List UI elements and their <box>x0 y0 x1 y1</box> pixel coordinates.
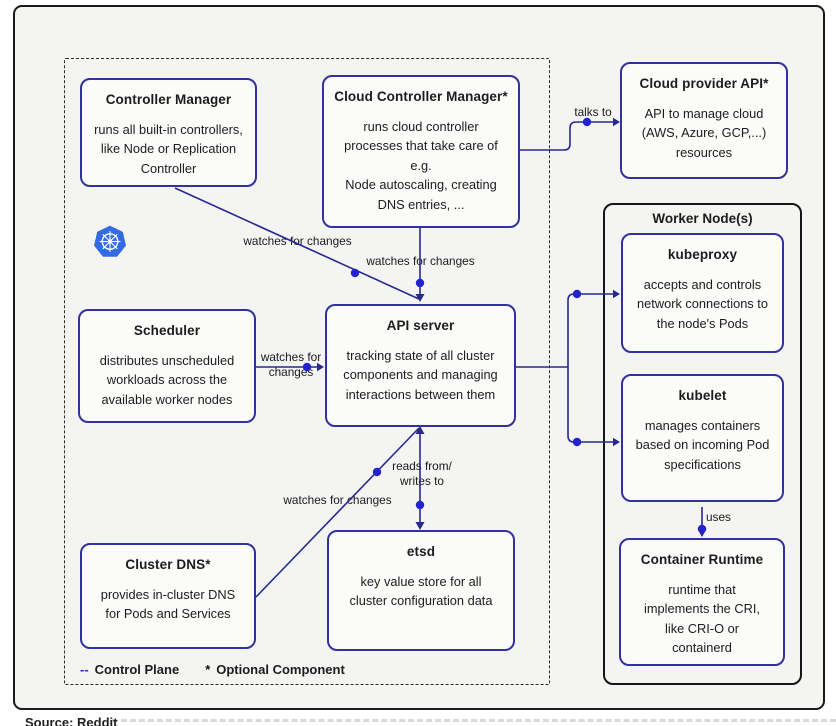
cutoff-dashed-line <box>112 719 836 722</box>
kubernetes-logo-icon <box>94 225 126 257</box>
node-cloud-controller-manager: Cloud Controller Manager* runs cloud con… <box>322 75 520 228</box>
edge-label-talks-to: talks to <box>574 105 612 119</box>
edge-label-watches-for-changes-ccm: watches for changes <box>366 254 475 268</box>
node-description: runs cloud controller processes that tak… <box>344 119 498 212</box>
node-description: provides in-cluster DNS for Pods and Ser… <box>100 587 236 622</box>
legend-optional-component: * Optional Component <box>205 662 345 677</box>
node-description: key value store for all cluster configur… <box>349 574 493 609</box>
node-title: Scheduler <box>133 323 201 338</box>
node-title: kubeproxy <box>667 247 738 262</box>
legend-control-plane-label: Control Plane <box>94 662 180 677</box>
node-title: Container Runtime <box>640 552 764 567</box>
edge-label-watches-for-changes-scheduler: watches for changes <box>260 350 322 380</box>
node-title: kubelet <box>678 388 727 403</box>
legend-asterisk-symbol: * <box>205 662 211 677</box>
legend-control-plane: -- Control Plane <box>80 662 179 677</box>
node-scheduler: Scheduler distributes unscheduled worklo… <box>78 309 256 423</box>
node-cloud-provider-api: Cloud provider API* API to manage cloud … <box>620 62 788 179</box>
legend: -- Control Plane * Optional Component <box>80 662 345 677</box>
edge-label-uses: uses <box>706 510 731 524</box>
node-title: Cluster DNS* <box>125 557 211 572</box>
node-etsd: etsd key value store for all cluster con… <box>327 530 515 651</box>
edge-label-reads-from-writes-to: reads from/ writes to <box>392 459 452 489</box>
node-title: Cloud Controller Manager* <box>334 89 508 104</box>
legend-optional-label: Optional Component <box>216 662 345 677</box>
worker-node-title: Worker Node(s) <box>652 211 753 226</box>
source-caption: Source: Reddit <box>25 715 118 726</box>
node-title: etsd <box>406 544 436 559</box>
node-kubeproxy: kubeproxy accepts and controls network c… <box>621 233 784 353</box>
node-api-server: API server tracking state of all cluster… <box>325 304 516 427</box>
node-container-runtime: Container Runtime runtime that implement… <box>619 538 785 666</box>
control-plane-dashed-boundary <box>64 58 550 685</box>
node-title: API server <box>386 318 455 333</box>
node-description: runs all built-in controllers, like Node… <box>94 122 243 176</box>
node-cluster-dns: Cluster DNS* provides in-cluster DNS for… <box>80 543 256 649</box>
node-description: runtime that implements the CRI, like CR… <box>644 582 760 656</box>
legend-dash-symbol: -- <box>80 662 89 677</box>
node-kubelet: kubelet manages containers based on inco… <box>621 374 784 502</box>
node-controller-manager: Controller Manager runs all built-in con… <box>80 78 257 187</box>
node-title: Cloud provider API* <box>639 76 769 91</box>
node-description: tracking state of all cluster components… <box>343 348 498 402</box>
edge-label-watches-for-changes-dns: watches for changes <box>283 493 392 507</box>
node-description: API to manage cloud (AWS, Azure, GCP,...… <box>641 106 767 160</box>
edge-label-watches-for-changes-cm: watches for changes <box>243 234 352 248</box>
node-description: distributes unscheduled workloads across… <box>99 353 235 407</box>
node-description: manages containers based on incoming Pod… <box>635 418 770 472</box>
node-title: Controller Manager <box>105 92 232 107</box>
node-description: accepts and controls network connections… <box>637 277 768 331</box>
worker-node-container <box>603 203 802 685</box>
